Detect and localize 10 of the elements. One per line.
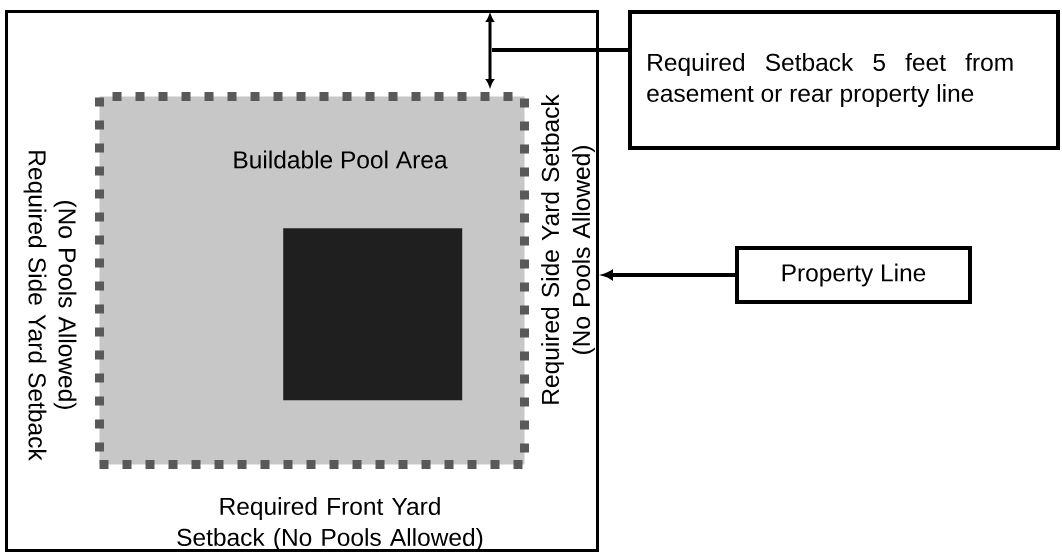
callout-box: Property Line <box>735 246 972 304</box>
leader-line <box>492 48 628 52</box>
setback-label: (No Pools Allowed) <box>53 201 77 409</box>
pool-square <box>283 228 463 401</box>
property-outline <box>5 10 599 552</box>
callout-box: Required Setback 5 feet from easement or rear property line <box>628 10 1060 150</box>
setback-label: Required Front Yard Setback (No Pools Allowed) <box>177 497 483 551</box>
arrow <box>602 270 735 280</box>
setback-label: Required Side Yard Setback (No Pools Allowed) <box>541 94 595 404</box>
setback-label: Required Side Yard Setback <box>23 151 47 461</box>
